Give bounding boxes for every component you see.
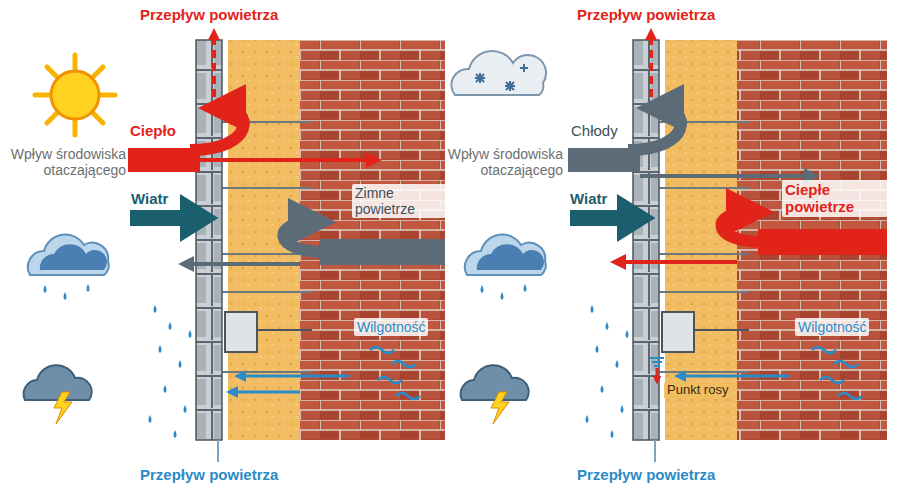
- humidity-label: Wilgotność: [354, 318, 428, 336]
- heat-label: Ciepło: [130, 122, 176, 139]
- environment-label: Wpływ środowiska otaczającego: [443, 146, 563, 178]
- wind-label: Wiatr: [570, 190, 607, 207]
- environment-label: Wpływ środowiska otaczającego: [6, 146, 126, 178]
- air-flow-label: Przepływ powietrza: [577, 466, 715, 483]
- warm-air-label: Ciepłe powietrze: [782, 180, 888, 217]
- air-flow-label: Przepływ powietrza: [140, 466, 278, 483]
- cold-air-label: Zimne powietrze: [352, 184, 446, 218]
- humidity-label: Wilgotność: [795, 318, 869, 336]
- cold-label: Chłody: [571, 122, 618, 139]
- wind-label: Wiatr: [131, 190, 168, 207]
- air-flow-label: Przepływ powietrza: [577, 6, 715, 23]
- air-flow-label: Przepływ powietrza: [140, 6, 278, 23]
- dew-point-label: Punkt rosy: [664, 382, 731, 399]
